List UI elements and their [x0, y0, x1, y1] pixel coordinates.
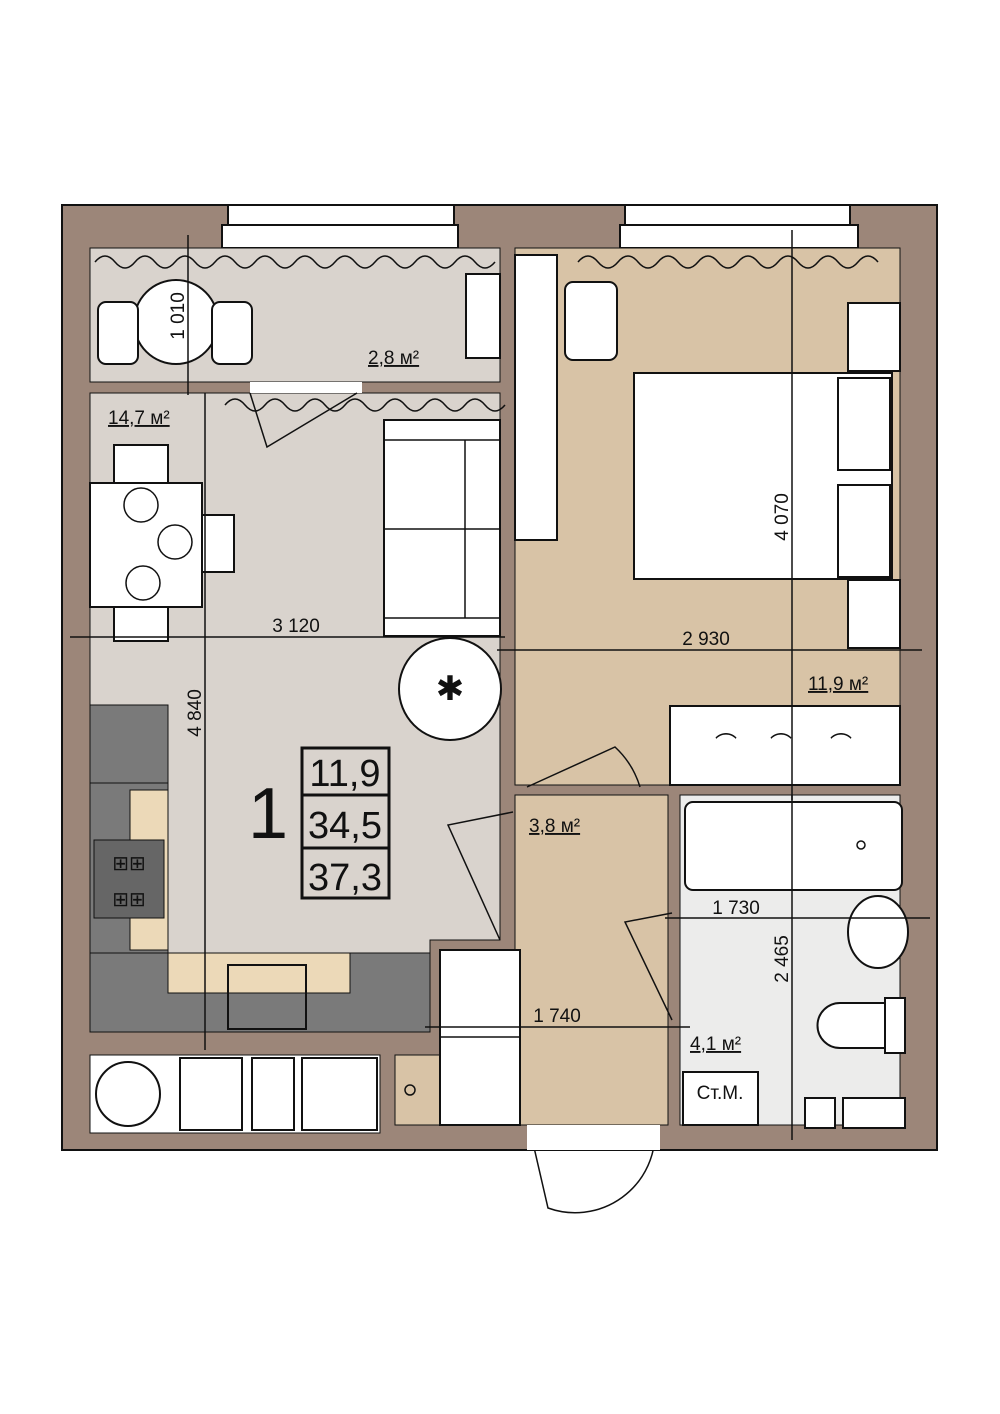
burner-icon: ⊞⊞: [112, 853, 146, 875]
summary-total-with-loggia: 37,3: [308, 857, 382, 899]
dimension-bath-length: 2 465: [772, 935, 793, 983]
worktop: [167, 952, 351, 994]
hanger-icon: ⌒: [715, 732, 737, 757]
area-bedroom: 11,9 м²: [808, 674, 868, 695]
balcony-door-opening[interactable]: [250, 382, 362, 393]
toilet: [816, 1002, 886, 1049]
dimension-bedroom-length: 4 070: [772, 493, 793, 541]
washer: [95, 1061, 161, 1127]
summary-living-area: 11,9: [309, 753, 380, 795]
hanger-icon: ⌒: [770, 732, 792, 757]
entrance-door[interactable]: [529, 1129, 656, 1214]
shelf: [465, 273, 501, 359]
cabinet: [251, 1057, 295, 1131]
storage-niche: [394, 1054, 441, 1126]
pillow: [837, 377, 891, 471]
burner-icon: ⊞⊞: [112, 889, 146, 911]
plant-rug: [398, 637, 502, 741]
hallway-floor: [514, 794, 669, 1126]
bathtub: [684, 801, 903, 891]
window-bedroom: [624, 204, 851, 226]
chair: [113, 444, 169, 484]
cabinet: [179, 1057, 243, 1131]
area-loggia: 2,8 м²: [368, 348, 419, 369]
dining-table: [89, 482, 203, 608]
chair: [97, 301, 139, 365]
cabinet: [301, 1057, 378, 1131]
area-bathroom: 4,1 м²: [690, 1034, 741, 1055]
plate: [157, 524, 193, 560]
chair: [211, 301, 253, 365]
dimension-bath-width: 1 730: [712, 898, 760, 919]
plate: [125, 565, 161, 601]
entrance-opening[interactable]: [527, 1125, 660, 1150]
window-frame: [221, 224, 459, 249]
nightstand: [847, 579, 901, 649]
bathroom-door[interactable]: [623, 912, 673, 1021]
dimension-living-width: 3 120: [272, 616, 320, 637]
living-door[interactable]: [446, 811, 514, 941]
sink: [227, 964, 307, 1030]
armchair: [564, 281, 618, 361]
chair: [201, 514, 235, 573]
curtain: [94, 255, 496, 269]
stove: [93, 839, 165, 919]
kitchen-cabinet: [89, 704, 169, 784]
plate: [123, 487, 159, 523]
summary-box: [300, 746, 391, 900]
nightstand: [847, 302, 901, 372]
dimension-loggia-depth: 1 010: [168, 292, 189, 340]
area-kitchen-living: 14,7 м²: [108, 408, 170, 429]
window-loggia: [227, 204, 455, 226]
hanger-icon: ⌒: [830, 732, 852, 757]
dimension-lines: [70, 230, 930, 1140]
chair: [113, 602, 169, 642]
curtain: [224, 398, 506, 412]
toilet-tank: [884, 997, 906, 1054]
pillow: [837, 484, 891, 578]
bedroom-door[interactable]: [526, 746, 641, 788]
window-frame: [619, 224, 859, 249]
summary-total-area: 34,5: [308, 805, 382, 847]
washing-machine-label: Ст.М.: [697, 1083, 744, 1104]
area-hallway: 3,8 м²: [529, 816, 580, 837]
curtain: [577, 255, 879, 269]
washing-machine: [682, 1071, 759, 1126]
sofa: [383, 419, 501, 637]
wardrobe: [669, 705, 901, 786]
dimension-living-length: 4 840: [185, 689, 206, 737]
wardrobe: [514, 254, 558, 541]
dimension-bedroom-width: 2 930: [682, 629, 730, 650]
rooms-count: 1: [248, 774, 288, 854]
plant-icon: ✱: [436, 670, 465, 708]
washbasin: [847, 895, 909, 969]
dimension-hall-width: 1 740: [533, 1006, 581, 1027]
balcony-door[interactable]: [249, 392, 358, 449]
